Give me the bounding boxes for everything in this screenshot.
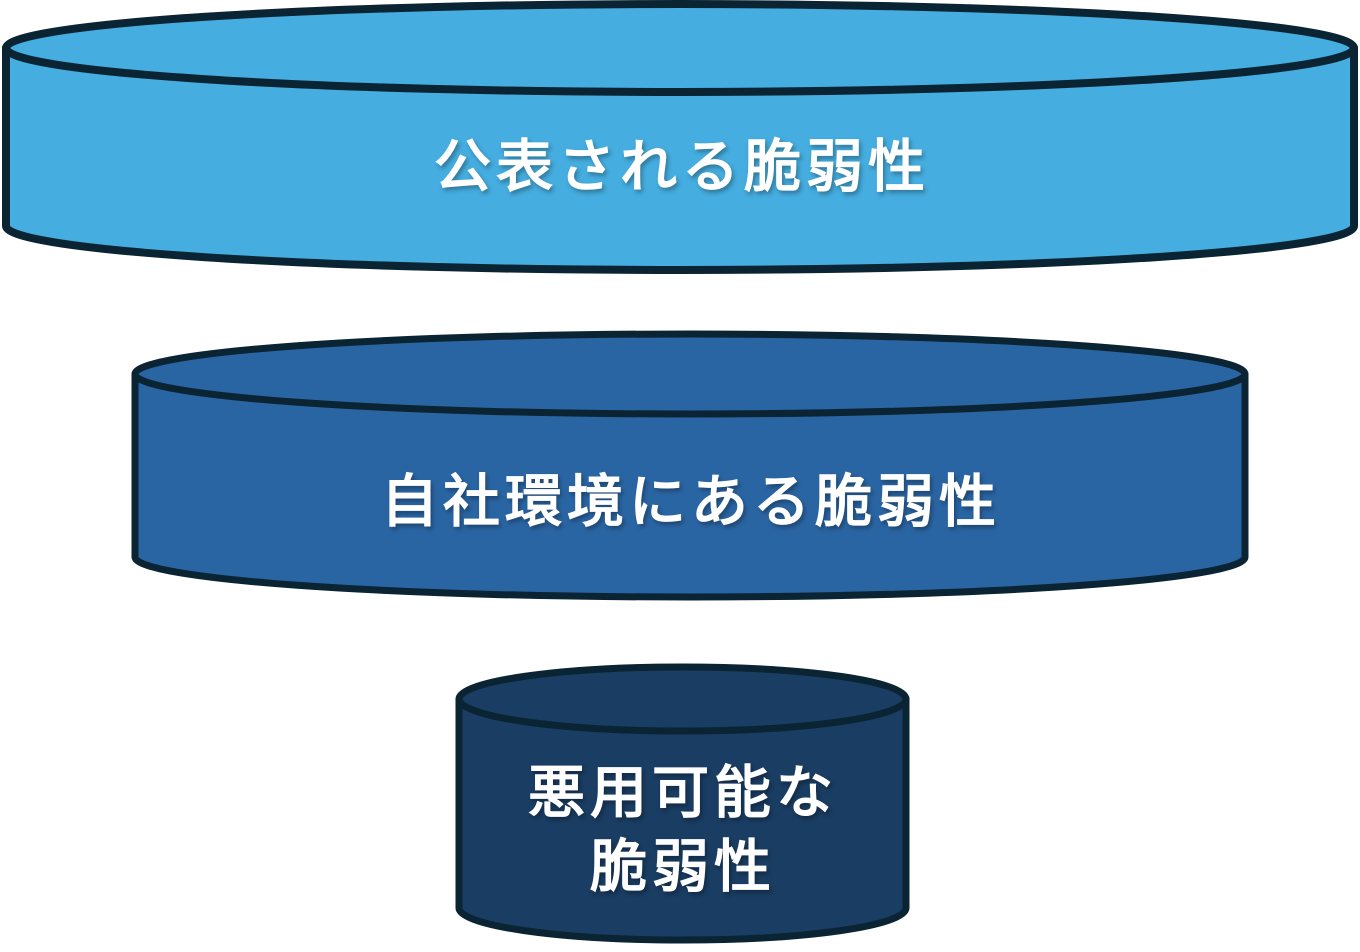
funnel-level-3-body <box>455 663 910 944</box>
funnel-level-3-rim <box>455 695 910 735</box>
funnel-level-2-body <box>131 330 1249 601</box>
funnel-level-1-body <box>2 0 1358 274</box>
funnel-level-2-cylinder <box>131 330 1249 601</box>
funnel-level-2-rim <box>131 370 1249 418</box>
funnel-level-1-rim <box>2 44 1358 96</box>
funnel-level-1-cylinder <box>2 0 1358 274</box>
funnel-level-3-cylinder <box>455 663 910 944</box>
